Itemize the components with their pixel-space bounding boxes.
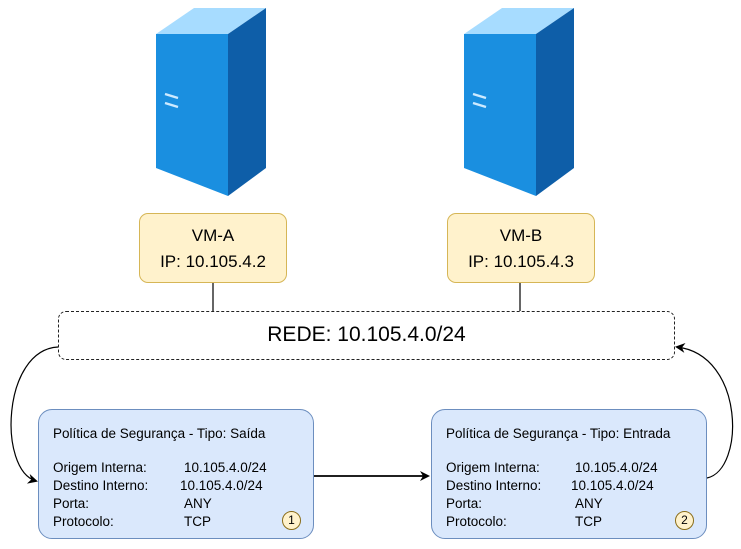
destino-value: 10.105.4.0/24 [180,478,263,493]
destino-value: 10.105.4.0/24 [571,478,654,493]
origem-label: Origem Interna: [53,460,147,475]
policy-2-to-rede-arrow [675,342,734,479]
destino-label: Destino Interno: [53,478,149,493]
rede-to-policy-1-arrow [10,346,59,484]
network-box: REDE: 10.105.4.0/24 [58,311,675,360]
policy-title: Política de Segurança - Tipo: Entrada [446,426,671,441]
policy-box-saida: Política de Segurança - Tipo: Saída Orig… [38,409,314,539]
porta-value: ANY [184,496,212,511]
protocolo-value: TCP [575,514,602,529]
server-icon [464,8,574,196]
policy-title: Política de Segurança - Tipo: Saída [53,426,266,441]
step-badge-2: 2 [675,511,694,530]
porta-value: ANY [575,496,603,511]
vm-a-box: VM-A IP: 10.105.4.2 [139,213,287,283]
network-label: REDE: 10.105.4.0/24 [267,323,466,346]
vm-b-ip: IP: 10.105.4.3 [468,252,574,271]
origem-value: 10.105.4.0/24 [184,460,267,475]
step-badge-1: 1 [282,511,301,530]
origem-value: 10.105.4.0/24 [575,460,658,475]
vm-a-name: VM-A [191,226,235,245]
vm-a-ip: IP: 10.105.4.2 [160,252,266,271]
porta-label: Porta: [53,496,90,511]
origem-label: Origem Interna: [446,460,540,475]
protocolo-label: Protocolo: [53,514,114,529]
porta-label: Porta: [446,496,483,511]
vm-b-box: VM-B IP: 10.105.4.3 [447,213,595,283]
policy-box-entrada: Política de Segurança - Tipo: Entrada Or… [431,409,707,539]
protocolo-value: TCP [184,514,211,529]
protocolo-label: Protocolo: [446,514,507,529]
server-icon [156,8,266,196]
vm-b-name: VM-B [499,226,543,245]
destino-label: Destino Interno: [446,478,542,493]
